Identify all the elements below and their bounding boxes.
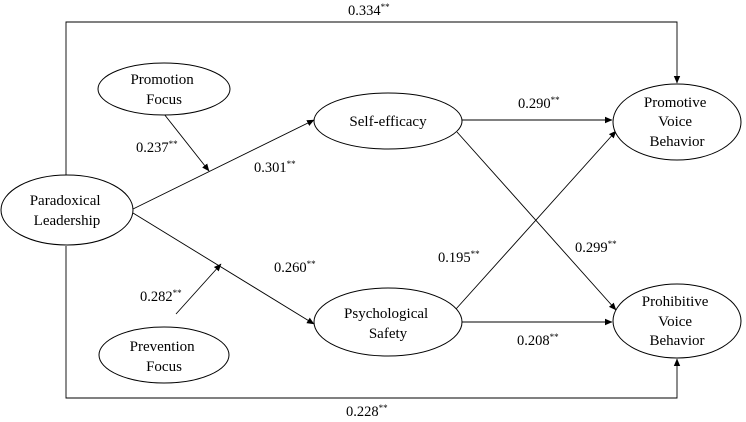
node-promotive-voice-behavior: Promotive Voice Behavior	[612, 83, 742, 161]
coef-pl-to-psychological-safety: 0.260**	[274, 259, 316, 276]
svg-text:Paradoxical Leadership: Paradoxical Leadership	[30, 193, 105, 229]
edge-pl-to-psychological-safety	[132, 212, 315, 325]
node-paradoxical-leadership: Paradoxical Leadership	[0, 174, 134, 246]
edge-pl-to-promotive-voice	[65, 21, 681, 175]
node-prohibitive-voice-behavior: Prohibitive Voice Behavior	[612, 283, 742, 359]
coef-self-efficacy-to-prohibitive-voice: 0.299**	[575, 239, 617, 256]
edge-pl-to-self-efficacy	[132, 119, 315, 210]
edge-psychological-safety-to-promotive-voice	[455, 130, 617, 310]
edge-prevention-focus-moderation	[175, 263, 222, 315]
coef-pl-to-self-efficacy: 0.301**	[254, 159, 296, 176]
coef-pl-to-prohibitive-voice: 0.228**	[346, 403, 388, 420]
svg-text:Self-efficacy: Self-efficacy	[349, 114, 427, 130]
node-psychological-safety: Psychological Safety	[313, 287, 463, 357]
node-prevention-focus: Prevention Focus	[98, 326, 230, 384]
edge-promotion-focus-moderation	[163, 113, 210, 172]
svg-text:Psychological Safety: Psychological Safety	[344, 306, 432, 342]
edge-self-efficacy-to-prohibitive-voice	[456, 131, 617, 311]
svg-text:Promotive Voice Be: Promotive Voice Behavior	[644, 95, 710, 150]
coef-psychological-safety-to-prohibitive-voice: 0.208**	[517, 332, 559, 349]
node-promotion-focus: Promotion Focus	[97, 62, 231, 116]
svg-text:Prevention Focus: Prevention Focus	[130, 339, 199, 375]
coef-promotion-focus-moderation: 0.237**	[136, 139, 178, 156]
svg-text:Prohibitive Voice: Prohibitive Voice Behavior	[642, 294, 712, 349]
svg-text:Promotion Focus: Promotion Focus	[130, 72, 197, 108]
edge-pl-to-prohibitive-voice	[65, 246, 681, 399]
node-self-efficacy: Self-efficacy	[313, 92, 463, 150]
coef-pl-to-promotive-voice: 0.334**	[348, 2, 390, 19]
coef-psychological-safety-to-promotive-voice: 0.195**	[438, 249, 480, 266]
coef-prevention-focus-moderation: 0.282**	[140, 288, 182, 305]
coef-self-efficacy-to-promotive-voice: 0.290**	[518, 95, 560, 112]
